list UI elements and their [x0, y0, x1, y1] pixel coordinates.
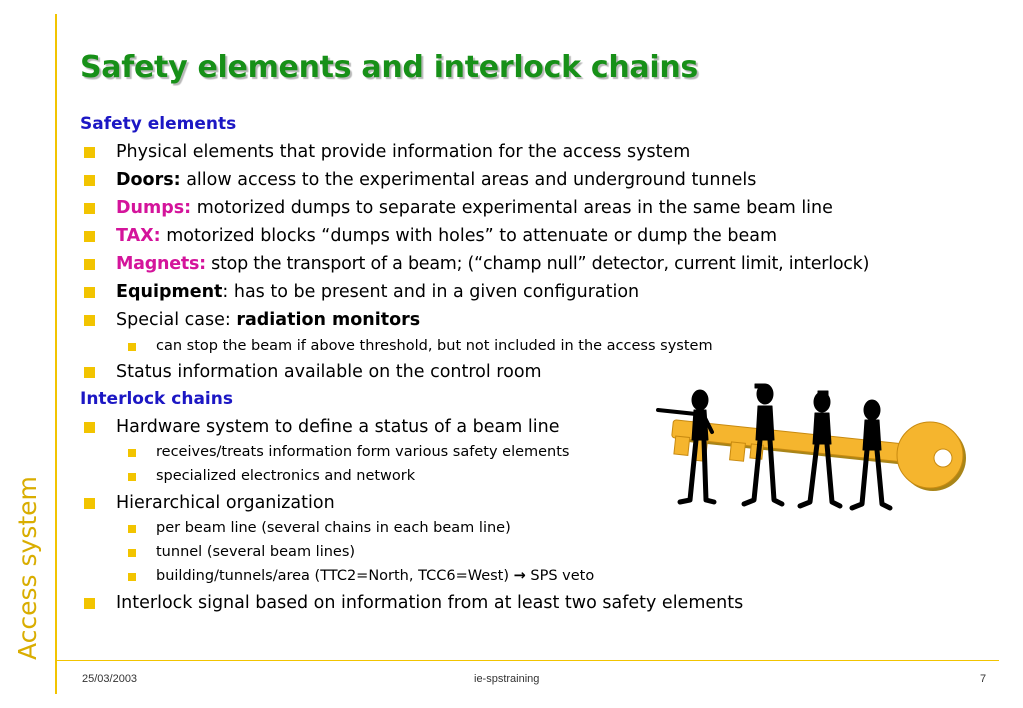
square-bullet-icon [128, 343, 136, 351]
bullet-text: : has to be present and in a given confi… [222, 282, 640, 302]
bullet-label: TAX: [116, 226, 161, 246]
bullet-label: Magnets: [116, 254, 206, 274]
square-bullet-icon [84, 287, 95, 298]
bullet-label: Equipment [116, 282, 223, 302]
square-bullet-icon [84, 175, 95, 186]
square-bullet-icon [84, 598, 95, 609]
bullet-text: stop the transport of a beam; (“champ nu… [205, 254, 870, 274]
bullet-text: Special case: [116, 310, 237, 330]
square-bullet-icon [128, 525, 136, 533]
bullet-text: Hardware system to define a status of a … [116, 417, 560, 437]
square-bullet-icon [84, 367, 95, 378]
square-bullet-icon [128, 549, 136, 557]
square-bullet-icon [84, 498, 95, 509]
sub-bullet-text: receives/treats information form various… [156, 444, 570, 460]
footer-date: 25/03/2003 [82, 673, 138, 685]
bullet-text: Hierarchical organization [116, 493, 335, 513]
bullet-text: Interlock signal based on information fr… [116, 593, 744, 613]
square-bullet-icon [84, 147, 95, 158]
square-bullet-icon [128, 449, 136, 457]
section-heading-safety: Safety elements [80, 114, 237, 134]
square-bullet-icon [84, 259, 95, 270]
square-bullet-icon [84, 315, 95, 326]
sub-bullet-text: specialized electronics and network [156, 468, 416, 484]
sub-bullet-text: can stop the beam if above threshold, bu… [156, 338, 713, 354]
square-bullet-icon [84, 203, 95, 214]
footer-center-text: ie-spstraining [474, 673, 540, 685]
bullet-text: motorized dumps to separate experimental… [191, 198, 833, 218]
arrow-right-icon: → [513, 568, 526, 584]
sub-bullet-text: per beam line (several chains in each be… [156, 520, 511, 536]
sidebar-title: Access system [13, 476, 42, 660]
slide-title: Safety elements and interlock chains [80, 50, 698, 85]
sub-bullet-text-end: SPS veto [525, 568, 595, 584]
bullet-label: radiation monitors [236, 310, 421, 330]
square-bullet-icon [84, 231, 95, 242]
bullet-text: Status information available on the cont… [116, 362, 542, 382]
section-heading-interlock: Interlock chains [80, 389, 233, 409]
bullet-label: Dumps: [116, 198, 192, 218]
square-bullet-icon [84, 422, 95, 433]
left-accent-line [55, 14, 57, 694]
bullet-text: motorized blocks “dumps with holes” to a… [160, 226, 778, 246]
footer-divider-line [55, 660, 999, 661]
square-bullet-icon [128, 473, 136, 481]
bullet-text: Physical elements that provide informati… [116, 142, 691, 162]
bullet-text: allow access to the experimental areas a… [180, 170, 757, 190]
sub-bullet-text: tunnel (several beam lines) [156, 544, 356, 560]
people-carrying-key-icon [650, 380, 975, 520]
bullet-label: Doors: [116, 170, 181, 190]
footer-page-number: 7 [980, 673, 987, 685]
square-bullet-icon [128, 573, 136, 581]
sub-bullet-text: building/tunnels/area (TTC2=North, TCC6=… [156, 568, 514, 584]
